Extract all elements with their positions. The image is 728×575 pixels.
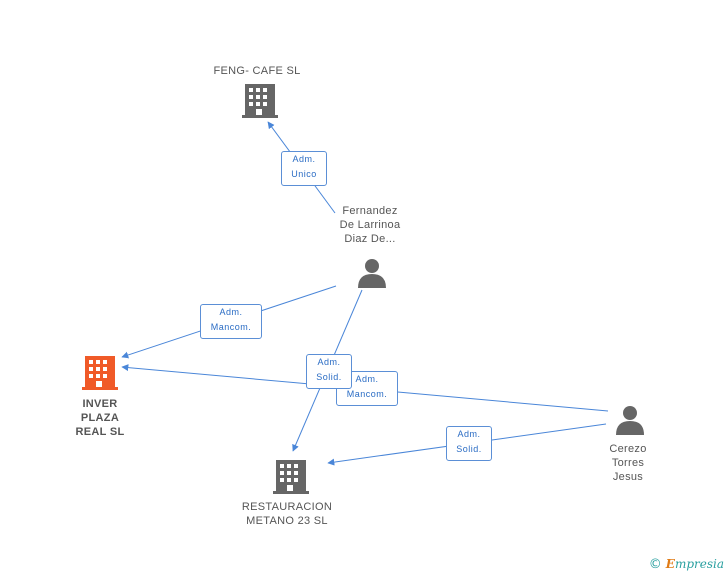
person-icon[interactable] bbox=[358, 259, 386, 288]
role-box-adm-solid[interactable]: Adm. Solid. bbox=[446, 426, 492, 461]
role-line: Solid. bbox=[316, 372, 342, 382]
company-name-line: METANO 23 SL bbox=[246, 515, 328, 527]
building-icon[interactable] bbox=[273, 460, 309, 494]
role-line: Mancom. bbox=[210, 322, 252, 332]
company-label-inver[interactable]: INVER PLAZA REAL SL bbox=[60, 397, 140, 439]
company-name-line: REAL SL bbox=[75, 426, 125, 438]
building-icon[interactable] bbox=[242, 84, 278, 118]
building-icon-main[interactable] bbox=[82, 356, 118, 390]
role-box-adm-unico[interactable]: Adm. Unico bbox=[281, 151, 327, 186]
company-name: FENG- CAFE SL bbox=[213, 65, 301, 77]
brand-footer: ©Empresia bbox=[649, 557, 724, 572]
role-box-adm-solid[interactable]: Adm. Solid. bbox=[306, 354, 352, 389]
role-line: Adm. bbox=[317, 357, 341, 367]
brand-name: mpresia bbox=[674, 557, 724, 571]
brand-initial: E bbox=[665, 557, 675, 571]
role-line: Solid. bbox=[456, 444, 482, 454]
role-line: Adm. bbox=[355, 374, 379, 384]
company-name-line: RESTAURACION bbox=[241, 501, 333, 513]
person-name-line: Jesus bbox=[612, 471, 644, 483]
role-line: Unico bbox=[291, 169, 317, 179]
company-label-restauracion[interactable]: RESTAURACION METANO 23 SL bbox=[232, 500, 342, 528]
person-name-line: Diaz De... bbox=[344, 233, 396, 245]
copyright-icon: © bbox=[648, 557, 662, 572]
company-label-feng[interactable]: FENG- CAFE SL bbox=[197, 64, 317, 78]
company-name-line: PLAZA bbox=[80, 412, 120, 424]
role-box-adm-mancom[interactable]: Adm. Mancom. bbox=[200, 304, 262, 339]
person-label-cerezo[interactable]: Cerezo Torres Jesus bbox=[595, 442, 661, 484]
person-name-line: Cerezo bbox=[609, 443, 647, 455]
role-line: Adm. bbox=[292, 154, 316, 164]
person-name-line: De Larrinoa bbox=[339, 219, 401, 231]
person-name-line: Fernandez bbox=[342, 205, 398, 217]
company-name-line: INVER bbox=[82, 398, 118, 410]
person-name-line: Torres bbox=[611, 457, 645, 469]
role-line: Adm. bbox=[457, 429, 481, 439]
person-icon[interactable] bbox=[616, 406, 644, 435]
person-label-fernandez[interactable]: Fernandez De Larrinoa Diaz De... bbox=[320, 204, 420, 246]
role-line: Mancom. bbox=[346, 389, 388, 399]
role-line: Adm. bbox=[219, 307, 243, 317]
